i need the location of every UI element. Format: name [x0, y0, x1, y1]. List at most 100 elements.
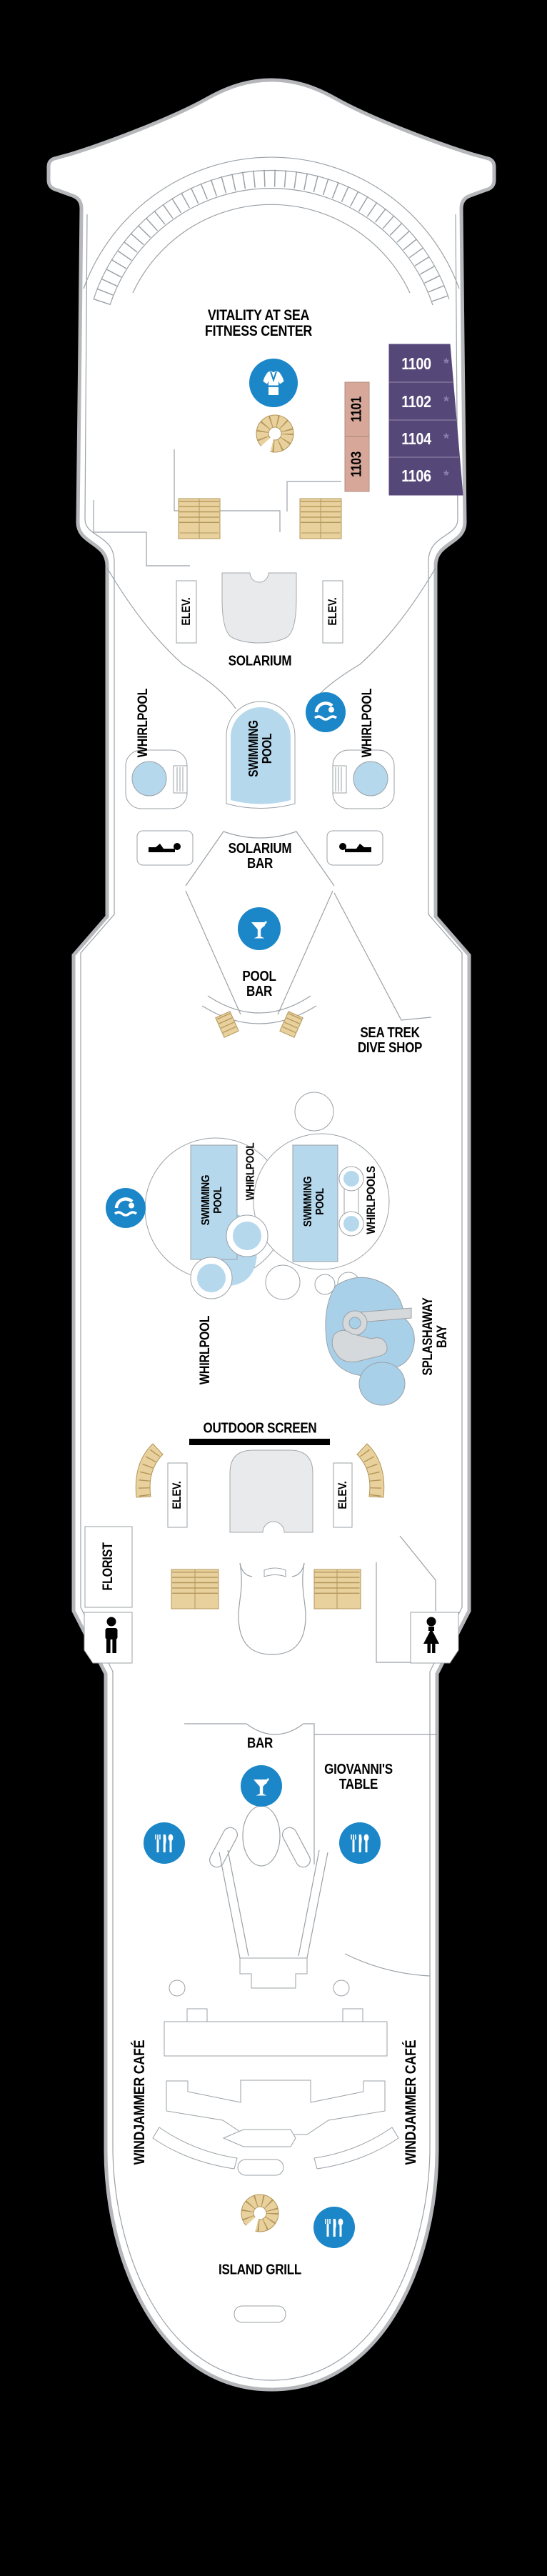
- whirlpool-tub: [338, 1211, 364, 1237]
- whirlpool-tub: [332, 749, 395, 809]
- stairs-icon: [178, 498, 221, 539]
- funnel-casing-base: [239, 1957, 308, 1989]
- pool-bar-wall: [185, 890, 333, 1015]
- elevator-box: [322, 580, 343, 644]
- stair-arm: [282, 1827, 311, 1868]
- swimming-pool-right: [292, 1144, 338, 1262]
- solarium-wall: [106, 567, 236, 709]
- solarium-bar-wall: [185, 831, 335, 887]
- lounger-box: [136, 830, 194, 866]
- stairs-icon: [215, 1011, 239, 1038]
- outdoor-screen-label: OUTDOOR SCREEN: [203, 1420, 317, 1437]
- splashaway-bay-pool: [325, 1277, 415, 1406]
- cabin-number: 1106: [401, 466, 431, 485]
- cabin-number: 1104: [401, 429, 431, 448]
- mens-restroom-icon: [97, 1615, 126, 1659]
- stairs-icon: [171, 1569, 219, 1609]
- whirlpool-tub: [338, 1166, 364, 1192]
- buffet-island: [166, 2080, 386, 2135]
- whirlpools-label: WHIRLPOOLS: [364, 1166, 378, 1234]
- buffet-counter: [186, 2008, 208, 2022]
- whirlpool-tub: [125, 749, 188, 809]
- deck-feature-circle: [169, 1980, 186, 1997]
- waterslide-icon: [331, 1307, 412, 1362]
- swimmer-icon: [304, 691, 347, 734]
- lounger-icon: [145, 838, 185, 858]
- fitness-center-label: VITALITY AT SEA FITNESS CENTER: [204, 306, 313, 339]
- deck-boundary: [344, 1953, 431, 1977]
- whirlpool-label: WHIRLPOOL: [360, 688, 376, 758]
- cabin-note-asterisk: *: [443, 394, 449, 409]
- interior-wall: [184, 1723, 437, 1864]
- stairs-icon: [299, 498, 342, 539]
- interior-wall: [399, 1535, 436, 1611]
- lounger-icon: [335, 838, 375, 858]
- buffet-counter: [237, 2159, 284, 2176]
- bow-arc-inner: [132, 204, 411, 294]
- elevator-label: ELEV.: [179, 597, 194, 626]
- sea-trek-dive-shop-label: SEA TREK DIVE SHOP: [357, 1025, 423, 1056]
- cabin-note-asterisk: *: [443, 431, 449, 446]
- womens-restroom-icon: [416, 1615, 447, 1659]
- forward-room-walls-left: [93, 500, 190, 566]
- elevator-box: [333, 1462, 353, 1528]
- cabin-note-asterisk: *: [443, 469, 449, 484]
- stairs-icon: [279, 1011, 303, 1038]
- deck-feature-outline: [239, 1562, 305, 1577]
- whirlpool-tub: [190, 1257, 233, 1299]
- windjammer-cafe-label: WINDJAMMER CAFÉ: [131, 2040, 148, 2165]
- buffet-counter-hex: [222, 2129, 296, 2147]
- solarium-swimming-pool: [231, 707, 291, 804]
- whirlpool-label: WHIRLPOOL: [244, 1142, 257, 1201]
- dining-cutlery-icon: [142, 1821, 186, 1865]
- swimmer-icon: [104, 1187, 147, 1229]
- forward-room-walls-right: [286, 481, 341, 511]
- deck-feature-outline: [238, 1562, 306, 1655]
- buffet-counter: [164, 2021, 388, 2057]
- martini-icon: [239, 1764, 283, 1808]
- fitness-wall: [174, 449, 281, 532]
- solarium-label: SOLARIUM: [228, 653, 292, 669]
- funnel-structure: [229, 1449, 313, 1533]
- buffet-counter-curved: [313, 2127, 399, 2170]
- stair-arm: [209, 1827, 238, 1868]
- cabin-number: 1103: [348, 451, 365, 477]
- spiral-stair-icon: [256, 414, 294, 453]
- spa-robe-icon: [248, 357, 299, 409]
- deck-feature-tab: [264, 1567, 286, 1577]
- whirlpool-tub: [226, 1214, 269, 1257]
- lounger-box: [326, 830, 383, 866]
- elevator-box: [167, 1462, 188, 1528]
- deck-feature-circle: [314, 1274, 336, 1295]
- dive-shop-wall: [333, 892, 432, 1021]
- whirlpool-label: WHIRLPOOL: [198, 1315, 214, 1385]
- swimming-pool-label: SWIMMING POOL: [246, 720, 274, 777]
- elevator-label: ELEV.: [326, 597, 340, 626]
- interior-wall: [376, 1562, 411, 1663]
- funnel-casing: [219, 1849, 328, 1959]
- florist-label: FLORIST: [101, 1542, 116, 1591]
- dining-cutlery-icon: [312, 2205, 356, 2250]
- cabin-number: 1100: [401, 354, 431, 373]
- elevator-label: ELEV.: [336, 1481, 350, 1509]
- whirlpool-label: WHIRLPOOL: [136, 688, 151, 758]
- pool-deck-bump: [294, 1092, 334, 1132]
- curved-stairs-icon: [135, 1443, 164, 1498]
- solarium-bar-label: SOLARIUM BAR: [228, 841, 292, 872]
- windjammer-cafe-label: WINDJAMMER CAFÉ: [402, 2040, 419, 2165]
- swimming-pool-label: SWIMMING POOL: [200, 1174, 224, 1226]
- cabin-number: 1102: [401, 391, 431, 411]
- deck-feature-circle: [265, 1264, 301, 1300]
- funnel-structure: [221, 572, 297, 644]
- outdoor-screen-bar: [189, 1439, 330, 1445]
- bar-label: BAR: [246, 1735, 274, 1752]
- bow-hatch-band-outer: [93, 169, 450, 300]
- elevator-label: ELEV.: [170, 1481, 184, 1509]
- swimming-pool-label: SWIMMING POOL: [302, 1176, 326, 1227]
- stairs-icon: [313, 1569, 361, 1609]
- spiral-stair-icon: [241, 2194, 279, 2232]
- deck-feature-capsule: [234, 2305, 286, 2323]
- cabin-note-asterisk: *: [443, 356, 449, 371]
- pool-bar-label: POOL BAR: [242, 969, 276, 999]
